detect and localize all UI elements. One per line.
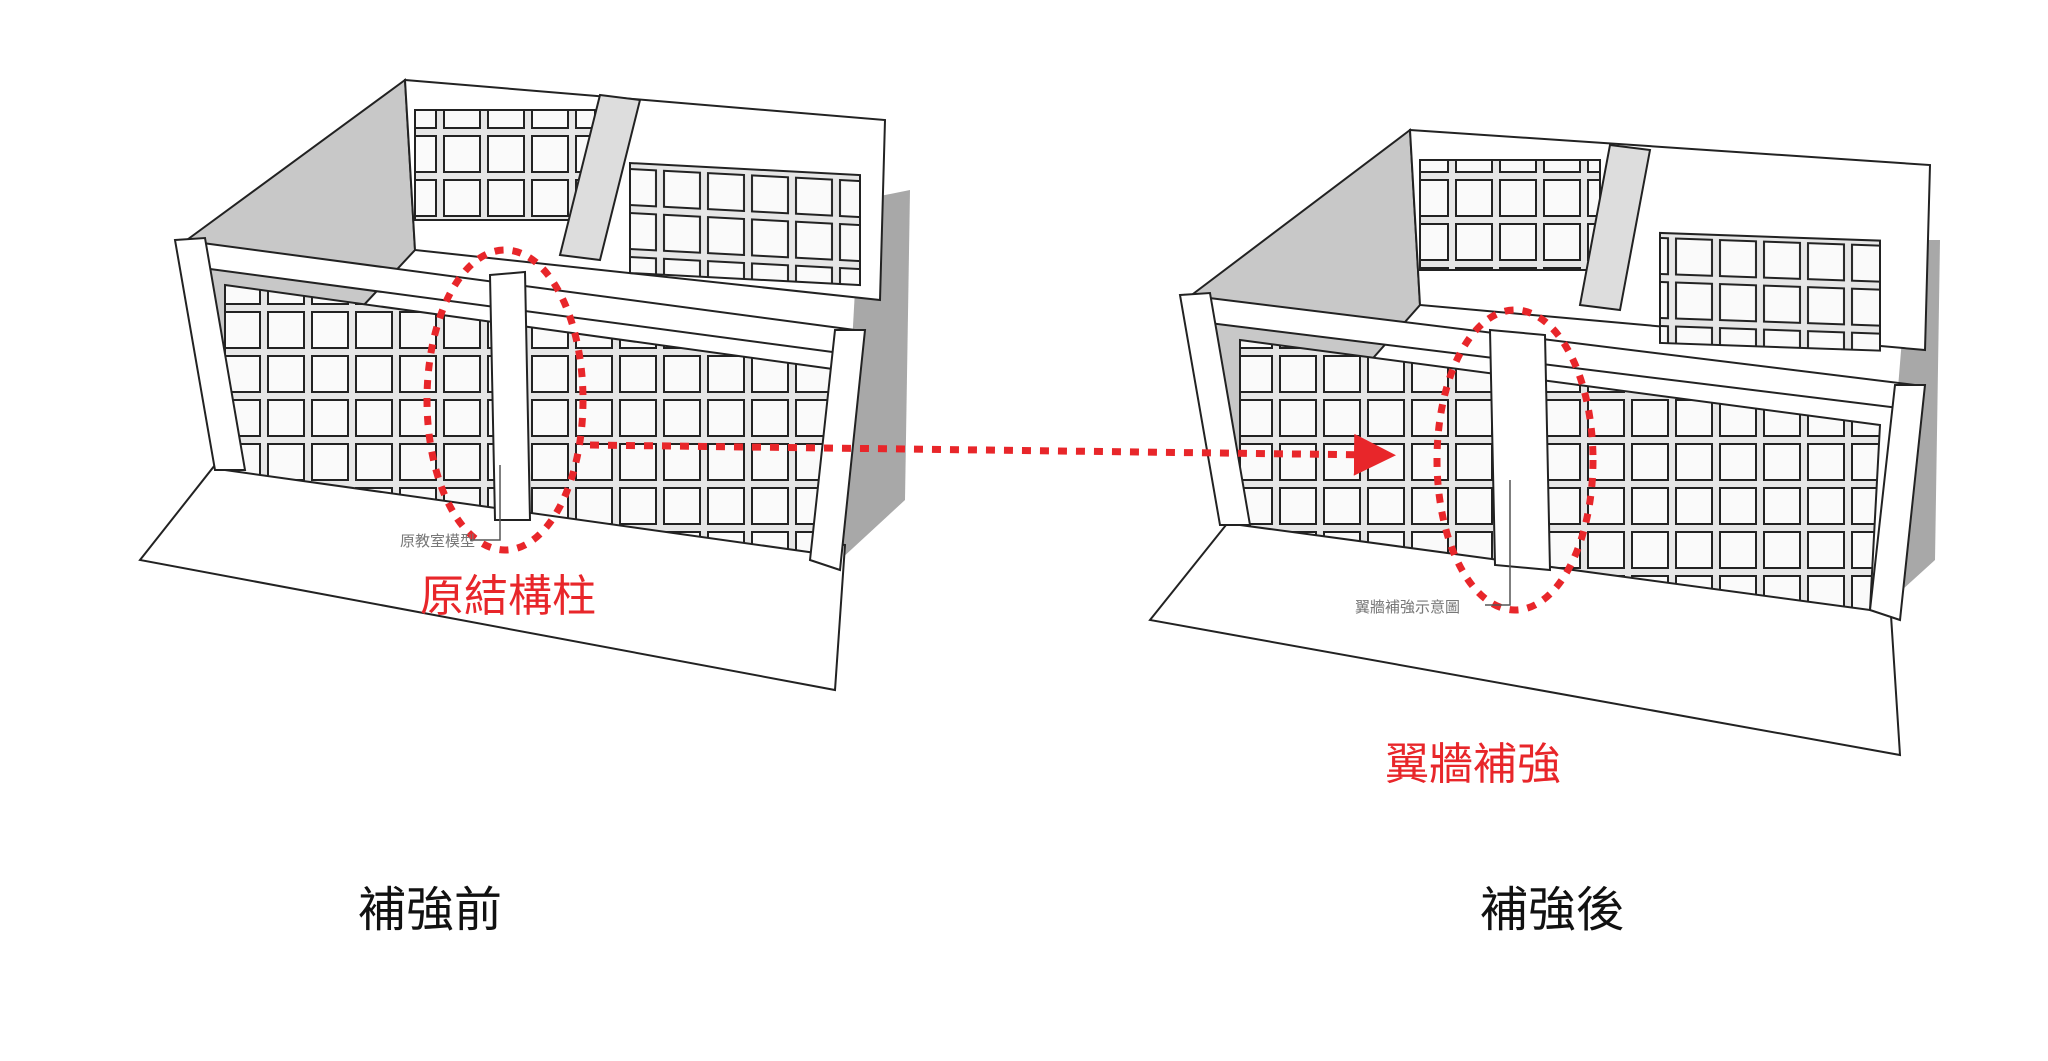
ground-slab [138, 463, 847, 692]
annotation-wing-wall: 翼牆補強 [1385, 739, 1561, 790]
back-windows [1659, 231, 1881, 352]
front-column-left [1178, 291, 1252, 526]
middle-wall [558, 93, 642, 262]
front-column-right [1868, 384, 1927, 622]
leader-line-after [1485, 480, 1511, 606]
annotation-original-column: 原結構柱 [420, 571, 596, 622]
caption-before: 補強前 [358, 882, 503, 938]
highlight-ellipse-before [423, 246, 587, 554]
building-before [138, 78, 910, 692]
dotted-arrow [589, 433, 1396, 476]
building-after [1148, 128, 1940, 757]
wing-wall-column [1488, 328, 1552, 572]
back-windows [414, 109, 596, 221]
back-windows [629, 161, 861, 287]
highlight-ellipse-after [1433, 306, 1597, 614]
middle-wall [1578, 143, 1652, 312]
front-column-left [173, 236, 247, 471]
back-windows [1419, 159, 1601, 271]
model-label-after: 翼牆補強示意圖 [1355, 598, 1461, 616]
front-column-middle [488, 270, 532, 521]
leader-line-before [470, 465, 501, 541]
front-column-right [808, 329, 867, 572]
model-label-before: 原教室模型 [400, 532, 476, 550]
caption-after: 補強後 [1480, 882, 1625, 938]
